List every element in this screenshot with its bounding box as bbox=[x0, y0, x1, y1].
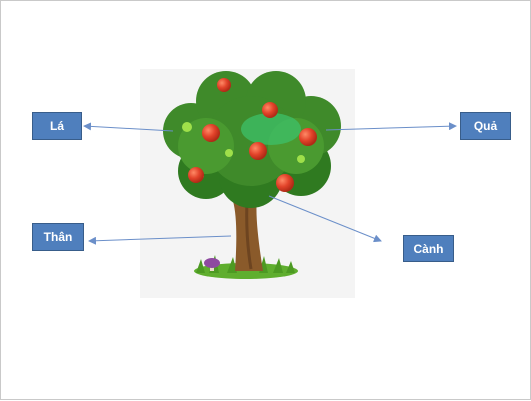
tree-trunk bbox=[223, 181, 269, 271]
label-box-canh: Cành bbox=[403, 235, 454, 262]
label-text-la: Lá bbox=[49, 119, 64, 133]
apple bbox=[249, 142, 267, 160]
arrow-la bbox=[83, 122, 174, 132]
label-box-than: Thân bbox=[32, 223, 84, 251]
label-box-la: Lá bbox=[32, 112, 82, 140]
apple bbox=[299, 128, 317, 146]
tree-foliage bbox=[163, 71, 341, 208]
apple bbox=[202, 124, 220, 142]
apple bbox=[276, 174, 294, 192]
apple bbox=[217, 78, 231, 92]
label-box-qua: Quả bbox=[460, 112, 511, 140]
arrow-canh bbox=[268, 195, 382, 243]
apple bbox=[262, 102, 278, 118]
arrow-than bbox=[88, 235, 232, 245]
arrow-qua bbox=[325, 122, 457, 131]
label-arrows bbox=[83, 122, 457, 245]
label-text-canh: Cành bbox=[413, 241, 444, 256]
mushroom bbox=[204, 258, 220, 271]
label-text-qua: Quả bbox=[473, 119, 498, 133]
apples bbox=[188, 78, 317, 192]
apple bbox=[188, 167, 204, 183]
label-text-than: Thân bbox=[43, 230, 73, 244]
